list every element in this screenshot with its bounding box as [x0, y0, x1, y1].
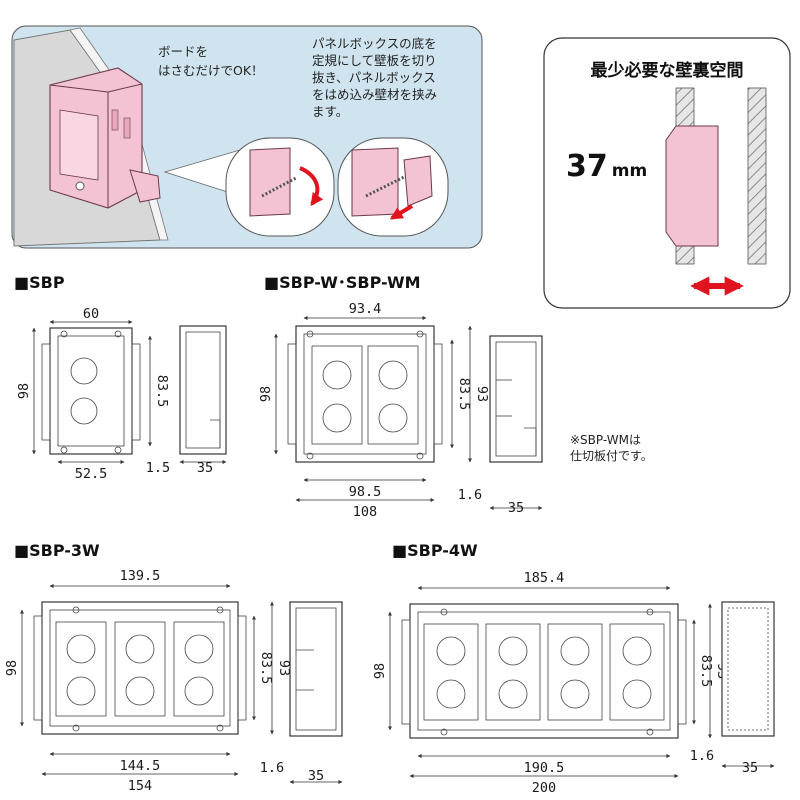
model-title: ■SBP [14, 273, 65, 292]
dim-top-width: 185.4 [524, 570, 565, 586]
dim-offset: 1.6 [690, 748, 714, 764]
dim-inner-width: 144.5 [120, 758, 161, 774]
detail-circle-1 [225, 137, 335, 237]
dim-offset: 1.6 [260, 760, 284, 776]
dim-inner-height: 83.5 [154, 375, 170, 408]
dim-height: 98 [4, 660, 20, 676]
svg-text:パネルボックスの底を: パネルボックスの底を [312, 36, 437, 51]
dim-top-width: 139.5 [120, 568, 161, 584]
dim-inner-width: 98.5 [349, 484, 382, 500]
dim-inner-height: 83.5 [698, 655, 714, 688]
wall-right [747, 87, 767, 265]
dim-outer-height: 93 [276, 660, 292, 676]
wall-space-title: 最少必要な壁裏空間 [591, 60, 744, 81]
box-profile [665, 125, 719, 247]
detail-circle-2 [337, 137, 449, 237]
model-title: ■SBP-3W [14, 541, 100, 560]
svg-text:はさむだけでOK！: はさむだけでOK！ [158, 63, 264, 78]
dim-offset: 1.5 [146, 460, 170, 476]
callout-board: ボードを はさむだけでOK！ [158, 44, 264, 78]
svg-text:抜き、パネルボックス: 抜き、パネルボックス [312, 70, 436, 85]
dim-outer-height: 93 [474, 386, 490, 402]
dim-depth: 35 [308, 768, 324, 784]
model-sbp: ■SBP 60 98 83.5 52.5 1.5 35 [14, 273, 227, 482]
model-sbp-4w: ■SBP-4W 185.4 98 83.5 93 190.5 200 [372, 541, 775, 796]
svg-text:定規にして壁板を切り: 定規にして壁板を切り [312, 53, 437, 68]
dim-outer-width: 108 [353, 504, 377, 520]
dim-outer-width: 154 [128, 778, 152, 794]
dim-height: 98 [16, 383, 32, 399]
dim-top-width: 93.4 [349, 301, 382, 317]
dim-height: 98 [372, 663, 388, 679]
panel-box-illustration [49, 67, 161, 209]
svg-text:をはめ込み壁材を挟み: をはめ込み壁材を挟み [312, 87, 437, 102]
dim-top-width: 60 [83, 306, 99, 322]
callout-install: パネルボックスの底を 定規にして壁板を切り 抜き、パネルボックス をはめ込み壁材… [312, 36, 437, 119]
dim-depth: 35 [742, 760, 758, 776]
dim-outer-width: 200 [532, 780, 556, 796]
svg-text:ボードを: ボードを [158, 44, 208, 59]
dim-depth: 35 [197, 460, 213, 476]
model-title: ■SBP-W･SBP-WM [264, 273, 421, 292]
model-sbp-3w: ■SBP-3W 139.5 98 83.5 93 144.5 154 [4, 541, 343, 794]
note-line-2: 仕切板付です。 [570, 449, 653, 463]
dim-bottom-width: 52.5 [75, 466, 108, 482]
model-title: ■SBP-4W [392, 541, 478, 560]
installation-illustration: ボードを はさむだけでOK！ パネルボックスの底を 定規にして壁板を切り 抜き、… [11, 25, 483, 249]
dim-inner-width: 190.5 [524, 760, 565, 776]
note-line-1: ※SBP-WMは [570, 433, 641, 447]
dim-offset: 1.6 [458, 487, 482, 503]
dim-height: 98 [258, 386, 274, 402]
dim-depth: 35 [508, 500, 524, 516]
model-sbp-w: ■SBP-W･SBP-WM 93.4 98 83.5 93 98.5 108 [258, 273, 653, 520]
svg-text:ます。: ます。 [312, 104, 348, 119]
